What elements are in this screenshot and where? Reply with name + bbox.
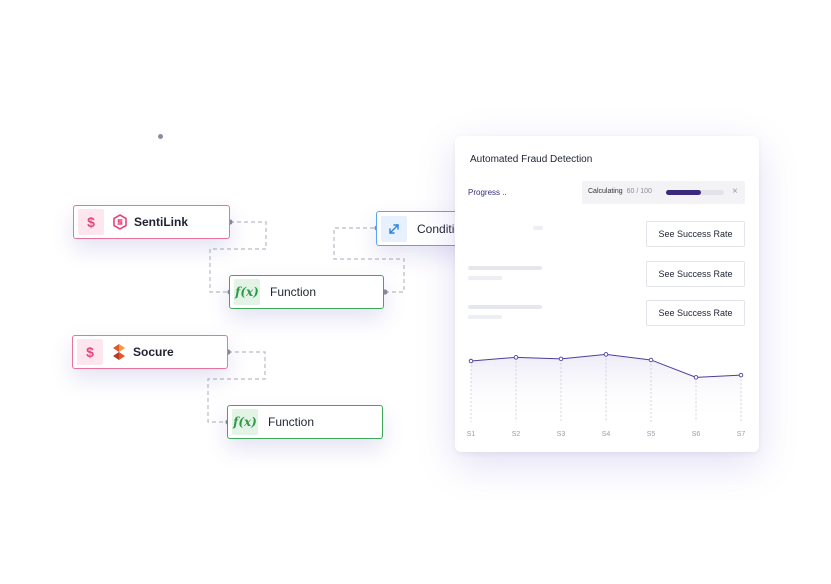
data-point-s5 xyxy=(648,357,654,363)
progress-bar-fill xyxy=(666,190,701,195)
sentilink-node[interactable]: $ SentiLink xyxy=(73,205,230,239)
placeholder-line xyxy=(533,226,543,230)
decorative-dot xyxy=(158,134,163,139)
fraud-detection-panel: Automated Fraud Detection Progress .. Ca… xyxy=(455,136,759,452)
socure-node[interactable]: $ Socure xyxy=(72,335,228,369)
sentilink-logo: SentiLink xyxy=(112,214,188,230)
function-node-1-label: Function xyxy=(270,285,317,299)
function-icon: f(x) xyxy=(234,279,260,305)
sentilink-brand-text: SentiLink xyxy=(134,215,189,229)
dollar-icon: $ xyxy=(77,339,103,365)
dollar-icon: $ xyxy=(78,209,104,235)
calculating-text: Calculating 60 / 100 xyxy=(588,188,652,195)
tick-label-s3: S3 xyxy=(557,431,566,438)
calculating-label: Calculating xyxy=(588,188,623,195)
tick-label-s7: S7 xyxy=(737,431,746,438)
function-node-2-label: Function xyxy=(268,415,315,429)
data-point-s7 xyxy=(738,372,744,378)
data-point-s3 xyxy=(558,356,564,362)
close-icon[interactable]: × xyxy=(732,186,738,197)
progress-bar xyxy=(666,190,724,195)
tick-label-s1: S1 xyxy=(467,431,476,438)
placeholder-line xyxy=(468,266,542,270)
tick-label-s6: S6 xyxy=(692,431,701,438)
see-success-rate-button-3[interactable]: See Success Rate xyxy=(646,300,745,326)
socure-logo: Socure xyxy=(111,343,174,361)
calculating-status: Calculating 60 / 100 × xyxy=(582,181,745,204)
expand-arrows-icon xyxy=(381,215,407,242)
success-line-chart: S1 S2 S3 S4 S5 S6 S7 xyxy=(467,352,746,438)
placeholder-line xyxy=(468,305,542,309)
data-point-s4 xyxy=(603,352,609,357)
function-icon: f(x) xyxy=(232,409,258,435)
tick-label-s5: S5 xyxy=(647,431,656,438)
sentilink-logo-mark xyxy=(113,214,127,230)
progress-label: Progress .. xyxy=(468,188,507,197)
see-success-rate-button-1[interactable]: See Success Rate xyxy=(646,221,745,247)
data-point-s6 xyxy=(693,375,699,380)
data-point-s1 xyxy=(468,358,474,364)
see-success-rate-button-2[interactable]: See Success Rate xyxy=(646,261,745,287)
tick-label-s4: S4 xyxy=(602,431,611,438)
data-point-s2 xyxy=(513,355,519,360)
placeholder-line xyxy=(468,276,502,280)
socure-brand-text: Socure xyxy=(133,345,174,359)
function-node-1[interactable]: f(x) Function xyxy=(229,275,384,309)
socure-logo-mark xyxy=(113,344,125,360)
function-node-2[interactable]: f(x) Function xyxy=(227,405,383,439)
tick-label-s2: S2 xyxy=(512,431,521,438)
calculating-value: 60 / 100 xyxy=(626,188,652,195)
panel-title: Automated Fraud Detection xyxy=(470,154,593,165)
placeholder-line xyxy=(468,315,502,319)
